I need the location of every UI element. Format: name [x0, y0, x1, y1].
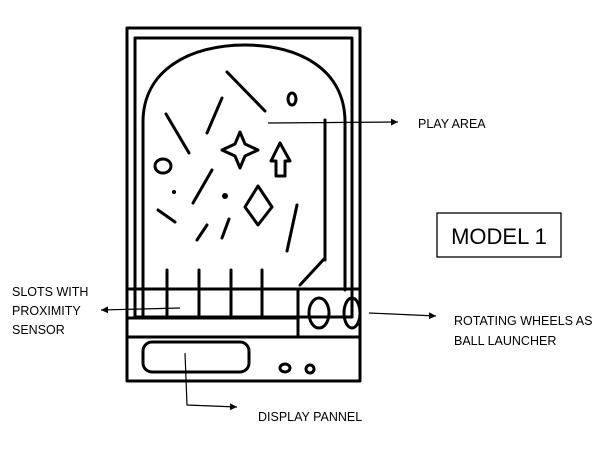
bumper-line	[164, 112, 191, 155]
label-slots-line3: SENSOR	[12, 323, 65, 337]
pin-dot	[222, 193, 228, 199]
pinball-machine	[125, 26, 362, 383]
pinball-dots	[172, 190, 228, 199]
label-slots-line2: PROXIMITY	[12, 304, 81, 318]
callout-arrows	[100, 118, 437, 411]
bumper-line	[225, 70, 267, 113]
pin-dot	[172, 190, 176, 194]
wheel-left	[307, 296, 331, 330]
play-area-dome	[141, 43, 347, 317]
bumper-oval	[153, 157, 173, 175]
star-target	[220, 130, 260, 170]
model-title-box	[436, 212, 562, 258]
bumper-oval	[286, 91, 298, 107]
arrow-slots	[100, 306, 181, 314]
launch-lane-ramp	[298, 256, 327, 287]
label-wheels-line1: ROTATING WHEELS AS	[454, 314, 592, 328]
arrow-display	[184, 352, 238, 411]
arrow-play-area	[267, 118, 399, 126]
label-slots-line1: SLOTS WITH	[12, 285, 88, 299]
display-panel	[141, 340, 251, 374]
panel-button	[278, 362, 292, 374]
bumper-line	[205, 96, 224, 135]
wheel-right	[342, 296, 362, 330]
label-display-panel: DISPLAY PANNEL	[258, 410, 362, 424]
model-title: MODEL 1	[451, 224, 547, 249]
bumper-line	[220, 217, 231, 240]
bumper-line	[156, 208, 177, 224]
bumper-line	[285, 203, 299, 253]
cabinet-outer	[125, 26, 362, 383]
arrow-target	[269, 141, 292, 178]
bumper-line	[195, 223, 209, 242]
bumper-line	[191, 168, 214, 205]
label-play-area: PLAY AREA	[418, 117, 486, 131]
label-wheels-line2: BALL LAUNCHER	[454, 334, 556, 348]
arrow-wheels	[368, 312, 437, 320]
panel-button	[304, 363, 316, 375]
diamond-target	[243, 184, 274, 227]
